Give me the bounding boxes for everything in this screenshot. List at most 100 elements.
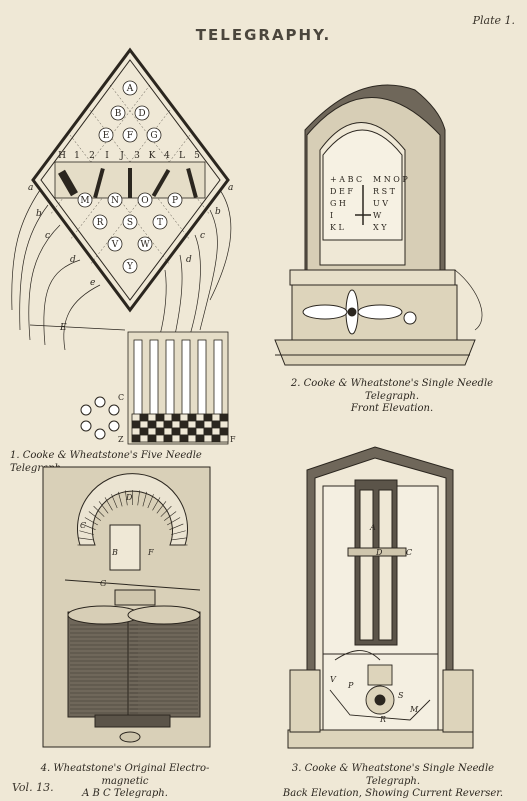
fig1-letter-circle [122, 80, 138, 96]
fig1-letter: M [80, 196, 89, 206]
fig1-letter: E [103, 131, 110, 141]
svg-text:B: B [111, 548, 118, 557]
fig2-dial-left-text: G H [330, 199, 346, 208]
plate-number: Plate 1. [472, 14, 515, 27]
fig4-dial-tick [81, 523, 96, 530]
fig1-letter-circle [152, 214, 168, 230]
fig2-needle [355, 185, 371, 225]
svg-text:c: c [200, 231, 205, 241]
fig1-number-label: 2 [89, 151, 95, 161]
fig1-letter-circle [122, 127, 138, 143]
figure-2-caption: 2. Cooke & Wheatstone's Single Needle Te… [272, 378, 512, 416]
svg-text:M: M [409, 705, 419, 714]
fig1-number-label: 4 [164, 151, 170, 161]
fig4-dial-tick [88, 511, 101, 521]
fig1-letter: O [141, 196, 148, 206]
fig4-dial-tick [125, 490, 128, 506]
fig2-dial-left-text: + A B C [330, 175, 362, 184]
svg-text:b: b [215, 207, 221, 217]
plate-title: TELEGRAPHY. [195, 26, 332, 44]
svg-text:D: D [375, 548, 383, 557]
fig4-dial-tick [160, 505, 172, 517]
fig1-letter-circle [77, 192, 93, 208]
figure-1-caption: 1. Cooke & Wheatstone's Five Needle Tele… [10, 450, 202, 474]
fig4-dial-tick [164, 511, 177, 521]
figure-4-caption-line2: A B C Telegraph. [82, 788, 168, 799]
fig4-dial-tick [77, 537, 93, 541]
svg-text:Z: Z [118, 435, 124, 444]
fig4-dial-tick [104, 497, 113, 511]
fig4-dial-tick [93, 505, 105, 517]
fig4-dial-tick [142, 491, 148, 507]
fig1-letter-circle [134, 105, 150, 121]
svg-text:C: C [406, 548, 412, 557]
fig1-number-label: 1 [74, 151, 80, 161]
figure-2-caption-line1: 2. Cooke & Wheatstone's Single Needle Te… [290, 378, 494, 402]
fig1-letter-circle [122, 258, 138, 274]
figure-4-caption: 4. Wheatstone's Original Electro-magneti… [20, 763, 230, 801]
figure-3-caption-line2: Back Elevation, Showing Current Reverser… [282, 788, 504, 799]
svg-text:e: e [90, 278, 95, 288]
fig1-letter-circle [137, 192, 153, 208]
fig4-dial-tick [172, 537, 188, 541]
fig3-coils [347, 479, 407, 646]
fig1-letter: D [138, 109, 145, 119]
fig4-dial-tick [152, 497, 161, 511]
svg-text:V: V [330, 675, 337, 684]
fig1-letter: S [127, 218, 133, 228]
svg-text:a: a [228, 183, 233, 193]
fig4-dial-tick [169, 523, 184, 530]
fig4-dial-tick [147, 494, 154, 509]
fig1-letter-circle [107, 236, 123, 252]
fig1-side-labels: abc dea bcd E [28, 183, 233, 333]
fig4-dial-plate [77, 473, 188, 571]
fig1-needles [58, 167, 198, 199]
svg-text:D: D [125, 493, 133, 502]
fig1-wires [11, 189, 232, 351]
fig1-number-label: 3 [134, 151, 140, 161]
fig1-number-label: J [119, 151, 124, 161]
svg-text:a: a [28, 183, 33, 193]
fig4-dial-tick [171, 530, 186, 535]
fig1-number-label: K [149, 151, 156, 161]
fig4-dial-tick [98, 501, 109, 514]
fig4-dial-tick [84, 517, 99, 526]
svg-text:S: S [398, 691, 404, 700]
fig1-checker-keys [131, 413, 229, 443]
svg-text:b: b [36, 209, 42, 219]
svg-text:C: C [80, 521, 86, 530]
fig1-key-square [219, 434, 229, 443]
fig1-commutator [127, 331, 229, 445]
fig2-dial-left-text: D E F [330, 187, 353, 196]
fig1-letter: V [111, 240, 119, 250]
figure-3-caption: 3. Cooke & Wheatstone's Single Needle Te… [268, 763, 518, 801]
volume-label: Vol. 13. [12, 781, 54, 794]
fig4-dial-tick [117, 491, 123, 507]
figure-3-caption-line1: 3. Cooke & Wheatstone's Single Needle Te… [291, 763, 495, 787]
fig4-mechanism [64, 579, 201, 743]
svg-text:R: R [379, 715, 386, 724]
svg-text:E: E [59, 323, 67, 333]
figure-4-caption-line1: 4. Wheatstone's Original Electro-magneti… [40, 763, 210, 787]
fig1-letter: P [172, 196, 178, 206]
fig4-dial-tick [156, 501, 167, 514]
fig1-letter: W [140, 240, 150, 250]
fig1-letter: N [111, 196, 119, 206]
fig1-number-label: L [179, 151, 185, 161]
fig4-dial-tick [137, 490, 140, 506]
fig4-dial-tick [166, 517, 181, 526]
fig1-letter-circle [107, 192, 123, 208]
fig2-dial-left-text: I [330, 211, 333, 220]
fig1-key-ring [80, 396, 120, 440]
fig2-dial-right-text: W [373, 211, 382, 220]
fig1-letter-circle [98, 127, 114, 143]
fig1-letter: A [126, 84, 134, 94]
fig2-dial-right-text: X Y [373, 223, 387, 232]
fig2-dial-letters: + A B CD E FG HIK LM N O PR S TU VWX Y [330, 175, 408, 232]
fig1-letter-circle [92, 214, 108, 230]
svg-text:F: F [230, 435, 236, 444]
